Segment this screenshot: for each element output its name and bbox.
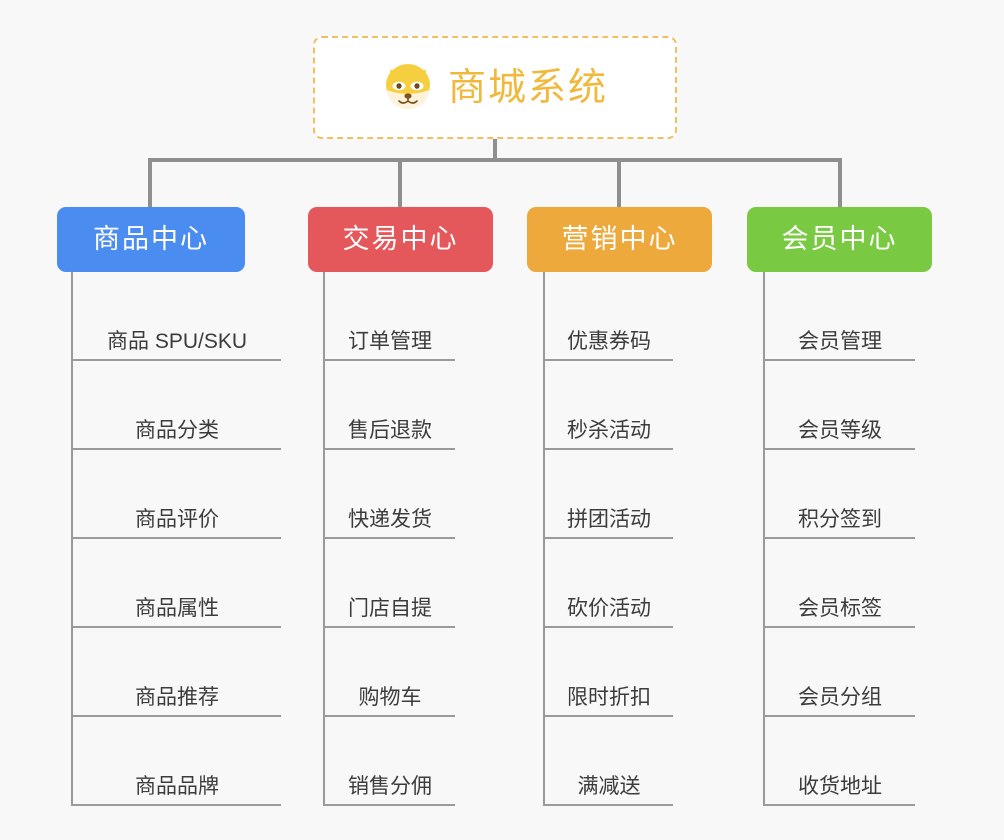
leaf-item-label: 商品评价 — [135, 507, 219, 531]
leaf-item[interactable]: 会员管理 — [765, 272, 915, 361]
leaf-item-label: 门店自提 — [348, 596, 432, 620]
leaf-item[interactable]: 商品属性 — [73, 539, 281, 628]
leaf-item[interactable]: 砍价活动 — [545, 539, 673, 628]
leaf-item[interactable]: 商品 SPU/SKU — [73, 272, 281, 361]
leaf-item[interactable]: 会员分组 — [765, 628, 915, 717]
leaf-item-label: 购物车 — [358, 685, 422, 709]
leaf-item[interactable]: 商品推荐 — [73, 628, 281, 717]
leaf-item[interactable]: 订单管理 — [325, 272, 455, 361]
leaf-item[interactable]: 秒杀活动 — [545, 361, 673, 450]
category-label-2: 交易中心 — [342, 224, 459, 254]
leaf-item-label: 优惠券码 — [567, 329, 651, 353]
connector-drop-1 — [148, 158, 152, 207]
connector-horizontal-bar — [148, 158, 842, 162]
leaf-item-label: 会员分组 — [798, 685, 882, 709]
leaf-item[interactable]: 收货地址 — [765, 717, 915, 806]
leaf-item-label: 秒杀活动 — [567, 418, 651, 442]
leaf-item[interactable]: 销售分佣 — [325, 717, 455, 806]
category-label-4: 会员中心 — [781, 224, 898, 254]
leaf-item-label: 砍价活动 — [567, 596, 651, 620]
leaf-item[interactable]: 限时折扣 — [545, 628, 673, 717]
leaf-item-label: 会员等级 — [798, 418, 882, 442]
leaf-item[interactable]: 会员等级 — [765, 361, 915, 450]
category-box-4[interactable]: 会员中心 — [747, 207, 932, 272]
leaf-trunk-line — [323, 272, 325, 806]
leaf-item[interactable]: 购物车 — [325, 628, 455, 717]
leaf-item-label: 售后退款 — [348, 418, 432, 442]
leaf-item-label: 限时折扣 — [567, 685, 651, 709]
leaf-item-label: 拼团活动 — [567, 507, 651, 531]
leaf-item-label: 收货地址 — [798, 774, 882, 798]
leaf-item-label: 会员管理 — [798, 329, 882, 353]
category-label-3: 营销中心 — [561, 224, 678, 254]
leaf-item-label: 销售分佣 — [348, 774, 432, 798]
leaf-item-label: 商品 SPU/SKU — [106, 329, 248, 353]
leaf-item-label: 商品品牌 — [135, 774, 219, 798]
leaf-item-label: 满减送 — [577, 774, 641, 798]
connector-drop-4 — [838, 158, 842, 207]
connector-root-stem — [493, 139, 497, 162]
shiba-dog-face-icon — [385, 63, 430, 109]
leaf-trunk-line — [543, 272, 545, 806]
leaf-item[interactable]: 商品品牌 — [73, 717, 281, 806]
leaf-item[interactable]: 商品评价 — [73, 450, 281, 539]
root-node-shop-system[interactable]: 商城系统 — [313, 36, 677, 139]
leaf-item[interactable]: 积分签到 — [765, 450, 915, 539]
leaf-item[interactable]: 快递发货 — [325, 450, 455, 539]
leaf-item[interactable]: 会员标签 — [765, 539, 915, 628]
leaf-item[interactable]: 优惠券码 — [545, 272, 673, 361]
leaf-item[interactable]: 售后退款 — [325, 361, 455, 450]
leaf-item-label: 商品分类 — [135, 418, 219, 442]
leaf-item-label: 商品推荐 — [135, 685, 219, 709]
leaf-item-label: 积分签到 — [798, 507, 882, 531]
leaf-item[interactable]: 拼团活动 — [545, 450, 673, 539]
category-box-3[interactable]: 营销中心 — [527, 207, 712, 272]
leaf-item[interactable]: 满减送 — [545, 717, 673, 806]
leaf-trunk-line — [71, 272, 73, 806]
root-title: 商城系统 — [447, 66, 608, 109]
leaf-item[interactable]: 门店自提 — [325, 539, 455, 628]
leaf-trunk-line — [763, 272, 765, 806]
category-label-1: 商品中心 — [93, 224, 209, 254]
leaf-item-label: 会员标签 — [798, 596, 882, 620]
leaf-item-label: 商品属性 — [135, 596, 219, 620]
category-box-1[interactable]: 商品中心 — [57, 207, 245, 272]
leaf-item-label: 订单管理 — [348, 329, 432, 353]
leaf-item[interactable]: 商品分类 — [73, 361, 281, 450]
connector-drop-2 — [398, 158, 402, 207]
category-box-2[interactable]: 交易中心 — [308, 207, 493, 272]
connector-drop-3 — [617, 158, 621, 207]
leaf-item-label: 快递发货 — [348, 507, 432, 531]
